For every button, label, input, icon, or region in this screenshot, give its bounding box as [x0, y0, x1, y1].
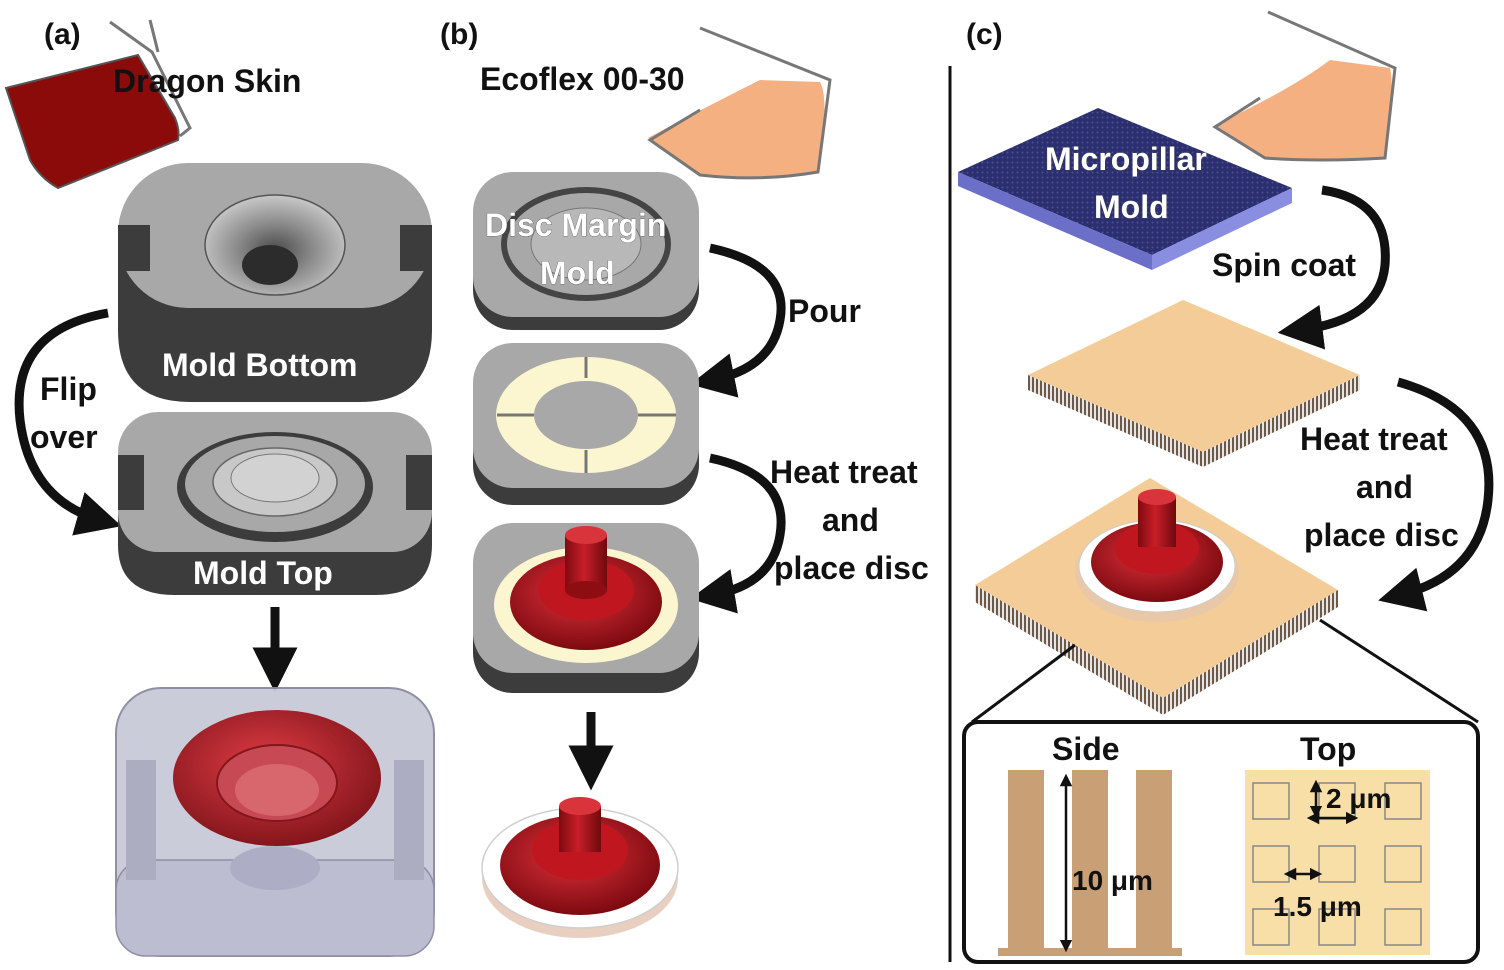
heat-treat-b-line1: Heat treat — [770, 454, 918, 490]
panel-c-letter: (c) — [966, 18, 1003, 51]
gap-label: 1.5 μm — [1273, 891, 1362, 922]
side-pillar — [1008, 770, 1044, 950]
height-label: 10 μm — [1072, 865, 1153, 896]
panel-a-letter: (a) — [44, 18, 81, 51]
side-base — [998, 948, 1182, 956]
filled-margin-mold — [473, 343, 699, 505]
micropillar-mold — [958, 108, 1292, 270]
mold-bottom-label: Mold Bottom — [162, 347, 358, 383]
final-disc-with-margin — [481, 797, 679, 938]
heat-treat-arrow-b — [689, 453, 786, 614]
dragon-skin-beaker-icon — [4, 19, 192, 190]
heat-treat-arrow-c — [1378, 377, 1494, 612]
side-pillar — [1072, 770, 1108, 950]
spin-coat-label: Spin coat — [1212, 247, 1356, 283]
mold-bottom — [118, 163, 432, 402]
disc-margin-line1: Disc Margin — [485, 207, 666, 243]
heat-treat-c-line2: and — [1356, 469, 1413, 505]
heat-treat-b-line3: place disc — [774, 550, 929, 586]
inset-side-label: Side — [1052, 731, 1120, 767]
pillar-inset: Side Top 10 μm — [962, 720, 1480, 964]
mold-with-disc — [473, 523, 699, 693]
ecoflex-label: Ecoflex 00-30 — [480, 61, 685, 97]
panel-b-letter: (b) — [440, 18, 478, 51]
heat-treat-c-line1: Heat treat — [1300, 421, 1448, 457]
width-label: 2 μm — [1326, 783, 1391, 814]
micropillar-line2: Mold — [1094, 189, 1169, 225]
assembled-mold — [115, 687, 435, 957]
inset-top-label: Top — [1300, 731, 1356, 767]
coated-slab — [1028, 300, 1360, 467]
disc-margin-mold — [473, 172, 699, 330]
side-pillar — [1136, 770, 1172, 950]
top-pillar-grid — [1252, 782, 1422, 946]
disc-margin-line2: Mold — [540, 255, 615, 291]
micropillar-line1: Micropillar — [1045, 141, 1207, 177]
pdms-beaker-icon — [1212, 10, 1397, 162]
heat-treat-c-line3: place disc — [1304, 517, 1459, 553]
mold-top-label: Mold Top — [193, 555, 333, 591]
mold-top — [118, 412, 432, 595]
pour-label: Pour — [788, 293, 861, 329]
panel-c: (c) Micropillar Mold Spin coat Heat trea… — [958, 10, 1494, 964]
flip-over-line2: over — [30, 419, 98, 455]
spin-coat-arrow — [1277, 185, 1390, 350]
callout-line-left — [971, 643, 1076, 724]
ecoflex-beaker-icon — [647, 26, 832, 180]
panel-b: (b) Ecoflex 00-30 Disc Margin Mold Pour — [440, 18, 929, 938]
flip-over-line1: Flip — [40, 371, 97, 407]
flip-over-arrow — [14, 308, 122, 536]
heat-treat-b-line2: and — [822, 502, 879, 538]
panel-a: (a) Dragon Skin Mold Bottom Flip over — [4, 18, 435, 957]
dragon-skin-label: Dragon Skin — [113, 63, 301, 99]
callout-line-right — [1319, 618, 1479, 724]
pour-arrow — [689, 243, 786, 398]
top-base — [1245, 770, 1430, 955]
